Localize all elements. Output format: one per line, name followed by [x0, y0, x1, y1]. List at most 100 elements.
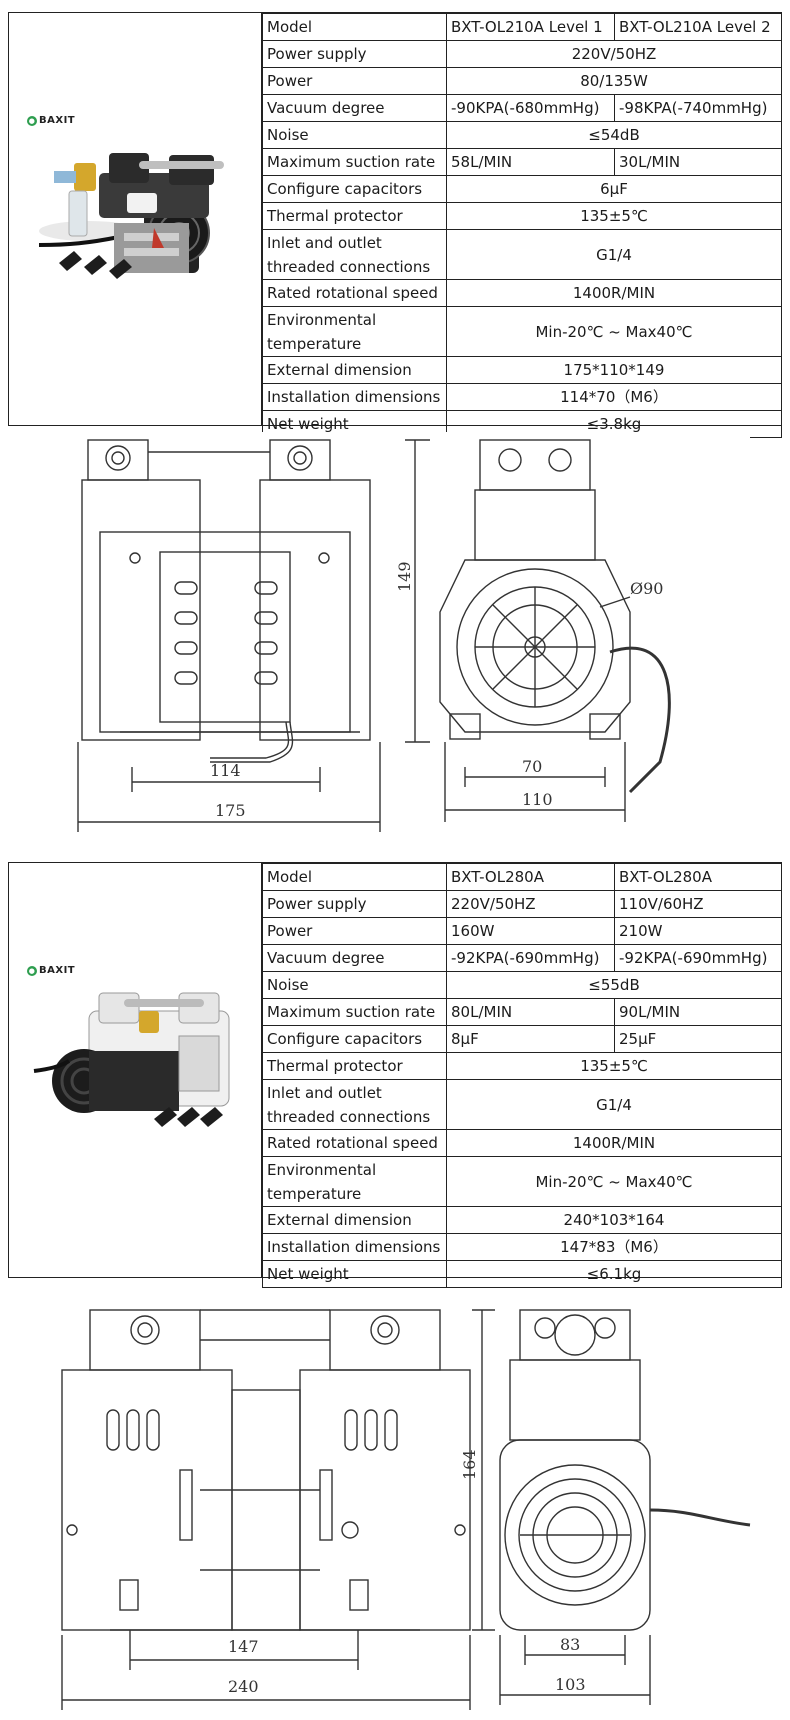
spec-label: Vacuum degree: [262, 944, 447, 972]
spec-value: -92KPA(-690mmHg): [614, 944, 782, 972]
table-row: Model BXT-OL280A BXT-OL280A: [262, 863, 782, 891]
spec-value: BXT-OL280A: [614, 863, 782, 891]
spec-value: 220V/50HZ: [446, 40, 782, 68]
dimension-drawing: 114 175 149 70 110 Ø90: [77, 439, 671, 832]
spec-table-ol210a: Model BXT-OL210A Level 1 BXT-OL210A Leve…: [262, 13, 782, 438]
table-row: Inlet and outlet threaded connections G1…: [262, 229, 782, 280]
spec-label: Environmental temperature: [262, 306, 447, 357]
spec-value: ≤55dB: [446, 971, 782, 999]
brand-logo: ● BAXIT: [27, 965, 76, 976]
spec-label: Inlet and outlet threaded connections: [262, 229, 447, 280]
spec-value: BXT-OL280A: [446, 863, 615, 891]
table-row: Power supply 220V/50HZ 110V/60HZ: [262, 890, 782, 918]
spec-label: Thermal protector: [262, 1052, 447, 1080]
spec-value: BXT-OL210A Level 2: [614, 13, 782, 41]
spec-label: Maximum suction rate: [262, 148, 447, 176]
spec-label: Configure capacitors: [262, 175, 447, 203]
spec-label: Installation dimensions: [262, 383, 447, 411]
spec-value: 80L/MIN: [446, 998, 615, 1026]
spec-label: Net weight: [262, 1260, 447, 1288]
spec-value: -90KPA(-680mmHg): [446, 94, 615, 122]
dim-total-depth: 110: [522, 790, 553, 809]
spec-value: 240*103*164: [446, 1206, 782, 1234]
table-row: Installation dimensions 147*83（M6）: [262, 1233, 782, 1261]
spec-label: Model: [262, 863, 447, 891]
spec-value: -92KPA(-690mmHg): [446, 944, 615, 972]
table-row: Power 80/135W: [262, 67, 782, 95]
spec-label: Power: [262, 67, 447, 95]
vacuum-pump-ol210a-photo: [38, 153, 224, 279]
dim-mount-width: 114: [210, 761, 241, 780]
spec-value: ≤54dB: [446, 121, 782, 149]
spec-value: 175*110*149: [446, 356, 782, 384]
spec-label: Maximum suction rate: [262, 998, 447, 1026]
spec-value: 210W: [614, 917, 782, 945]
table-row: Configure capacitors 6μF: [262, 175, 782, 203]
dim-total-width: 175: [215, 801, 246, 820]
table-row: Power 160W 210W: [262, 917, 782, 945]
spec-label: Model: [262, 13, 447, 41]
spec-label: Environmental temperature: [262, 1156, 447, 1207]
spec-value: 90L/MIN: [614, 998, 782, 1026]
brand-mark-icon: ●: [27, 965, 37, 976]
spec-value: 8μF: [446, 1025, 615, 1053]
spec-label: Installation dimensions: [262, 1233, 447, 1261]
vacuum-pump-ol280a-photo: [33, 992, 230, 1127]
dim-height: 164: [460, 1449, 479, 1480]
spec-value: 220V/50HZ: [446, 890, 615, 918]
spec-sheet-ol210a: ● BAXIT Model BXT-OL210: [8, 12, 782, 438]
spec-value: 147*83（M6）: [446, 1233, 782, 1261]
spec-label: External dimension: [262, 356, 447, 384]
table-row: Net weight ≤6.1kg: [262, 1260, 782, 1288]
spec-label: Vacuum degree: [262, 94, 447, 122]
spec-value: BXT-OL210A Level 1: [446, 13, 615, 41]
technical-drawing-ol280a: 147 240 164 83 103: [50, 1290, 770, 1720]
spec-label: External dimension: [262, 1206, 447, 1234]
dimension-drawing: 147 240 164 83 103: [61, 1309, 751, 1710]
table-row: External dimension 175*110*149: [262, 356, 782, 384]
table-row: Rated rotational speed 1400R/MIN: [262, 1129, 782, 1157]
spec-value: 1400R/MIN: [446, 279, 782, 307]
spec-value: 135±5℃: [446, 202, 782, 230]
table-row: Configure capacitors 8μF 25μF: [262, 1025, 782, 1053]
table-row: Vacuum degree -92KPA(-690mmHg) -92KPA(-6…: [262, 944, 782, 972]
spec-value: 25μF: [614, 1025, 782, 1053]
brand-logo: ● BAXIT: [27, 115, 76, 126]
dim-total-width: 240: [228, 1677, 259, 1696]
spec-label: Configure capacitors: [262, 1025, 447, 1053]
table-row: Power supply 220V/50HZ: [262, 40, 782, 68]
spec-value: G1/4: [446, 229, 782, 280]
spec-value: 58L/MIN: [446, 148, 615, 176]
product-photo-cell: ● BAXIT: [9, 13, 262, 425]
dim-height: 149: [395, 561, 414, 592]
table-row: Noise ≤54dB: [262, 121, 782, 149]
spec-value: 114*70（M6）: [446, 383, 782, 411]
table-row: Model BXT-OL210A Level 1 BXT-OL210A Leve…: [262, 13, 782, 41]
table-row: Noise ≤55dB: [262, 971, 782, 999]
table-row: Vacuum degree -90KPA(-680mmHg) -98KPA(-7…: [262, 94, 782, 122]
spec-sheet-ol280a: ● BAXIT Model BXT-OL280A BXT-OL280A Powe…: [8, 862, 782, 1288]
spec-value: 1400R/MIN: [446, 1129, 782, 1157]
spec-value: 80/135W: [446, 67, 782, 95]
spec-value: 135±5℃: [446, 1052, 782, 1080]
spec-value: -98KPA(-740mmHg): [614, 94, 782, 122]
table-row: Thermal protector 135±5℃: [262, 202, 782, 230]
spec-value: Min-20℃ ~ Max40℃: [446, 306, 782, 357]
spec-label: Rated rotational speed: [262, 1129, 447, 1157]
spec-label: Thermal protector: [262, 202, 447, 230]
table-row: Maximum suction rate 58L/MIN 30L/MIN: [262, 148, 782, 176]
spec-label: Noise: [262, 971, 447, 999]
spec-value: 6μF: [446, 175, 782, 203]
table-row: Maximum suction rate 80L/MIN 90L/MIN: [262, 998, 782, 1026]
dim-diameter: Ø90: [630, 579, 663, 598]
spec-value: Min-20℃ ~ Max40℃: [446, 1156, 782, 1207]
brand-mark-icon: ●: [27, 115, 37, 126]
table-row: Environmental temperature Min-20℃ ~ Max4…: [262, 306, 782, 357]
spec-label: Power supply: [262, 40, 447, 68]
table-row: Rated rotational speed 1400R/MIN: [262, 279, 782, 307]
table-row: Thermal protector 135±5℃: [262, 1052, 782, 1080]
spec-value: ≤6.1kg: [446, 1260, 782, 1288]
dim-mount-width: 147: [228, 1637, 259, 1656]
spec-value: 160W: [446, 917, 615, 945]
spec-value: 110V/60HZ: [614, 890, 782, 918]
